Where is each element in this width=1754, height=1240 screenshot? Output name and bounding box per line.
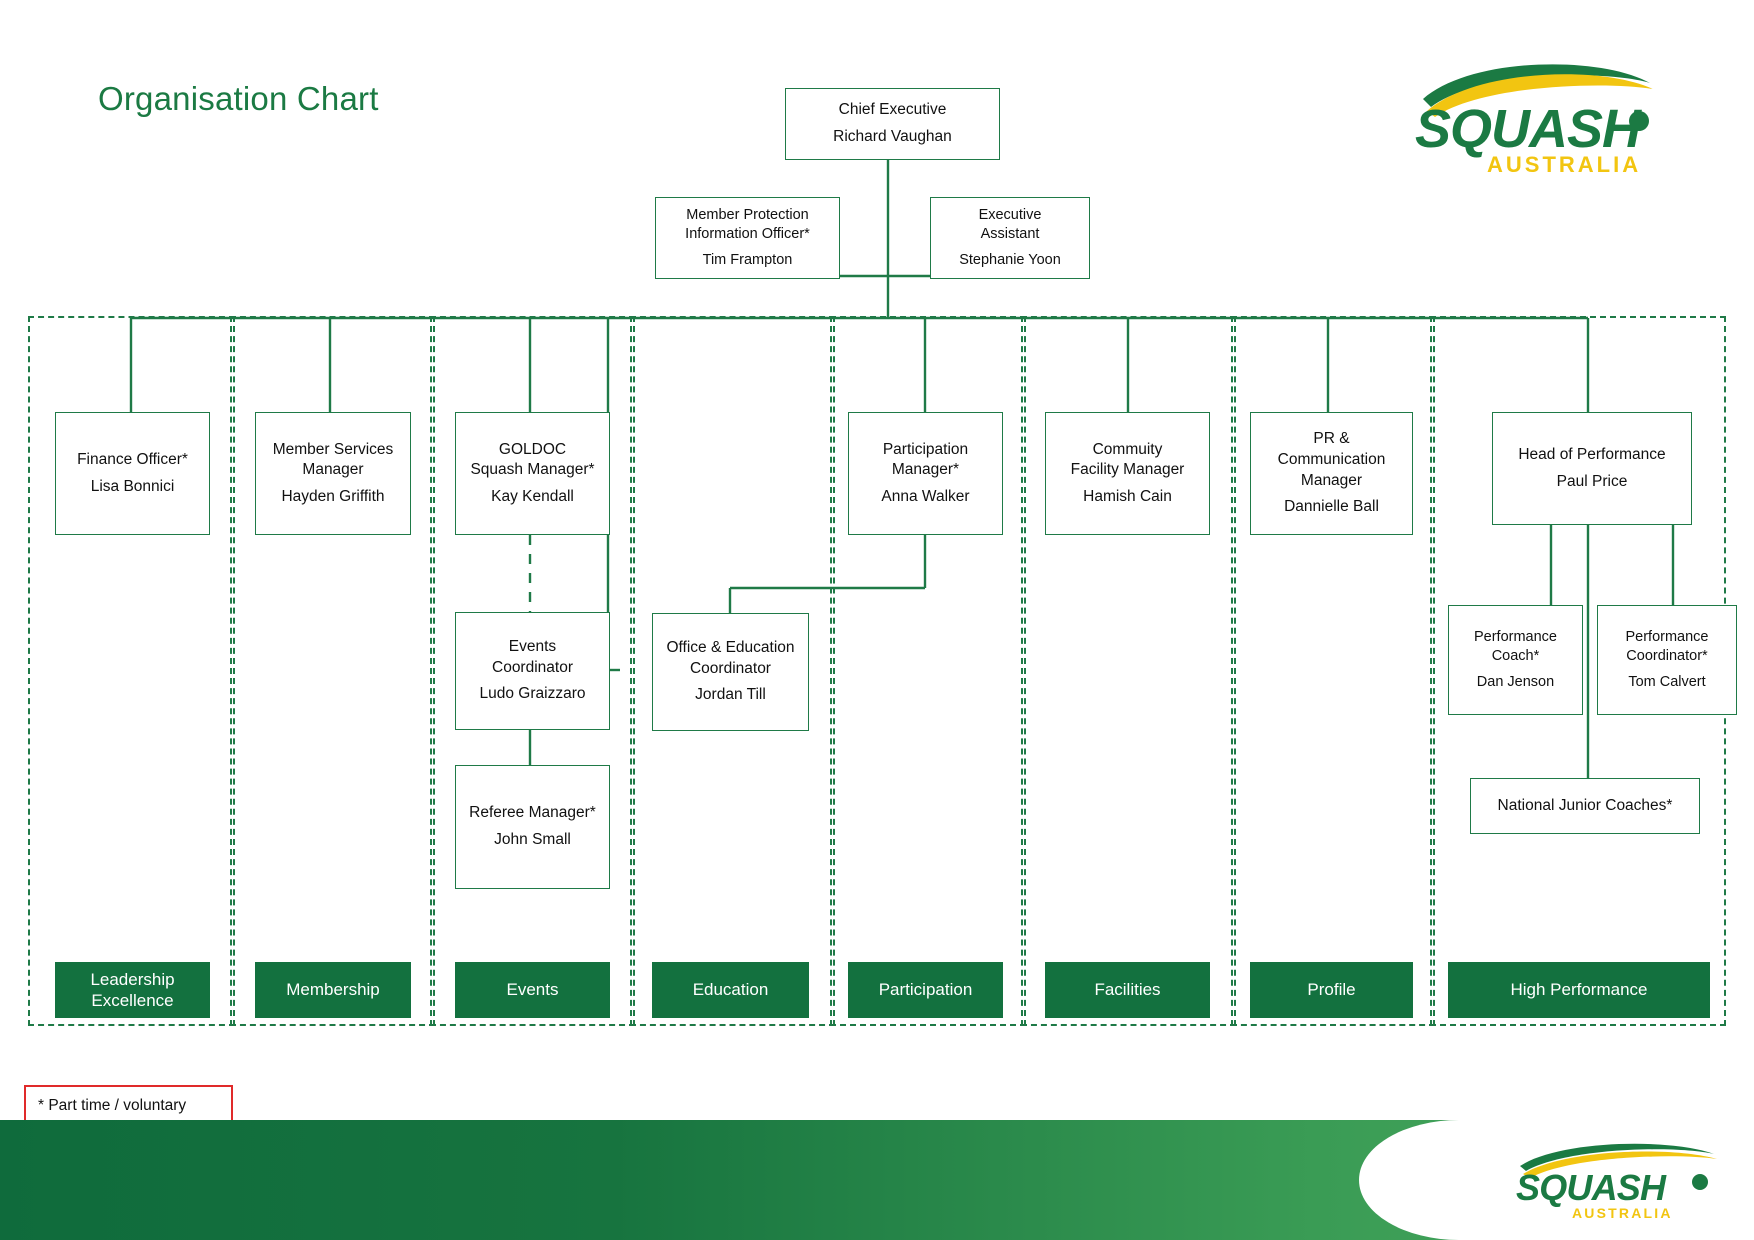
node-person: Dannielle Ball xyxy=(1284,498,1379,516)
node-title: Executive Assistant xyxy=(978,207,1042,243)
node-title: Member Protection Information Officer* xyxy=(685,207,810,243)
column-participation xyxy=(830,316,1026,1026)
node-national-junior-coaches[interactable]: National Junior Coaches* xyxy=(1470,778,1700,834)
node-title: National Junior Coaches* xyxy=(1497,796,1673,814)
node-referee-manager[interactable]: Referee Manager* John Small xyxy=(455,765,610,889)
node-title: Events Coordinator xyxy=(492,638,573,676)
node-person: John Small xyxy=(494,831,571,848)
node-title: Member Services Manager xyxy=(272,440,394,479)
node-finance-officer[interactable]: Finance Officer* Lisa Bonnici xyxy=(55,412,210,535)
footer-notch xyxy=(1359,1120,1754,1240)
svg-text:AUSTRALIA: AUSTRALIA xyxy=(1487,152,1641,175)
node-person: Dan Jenson xyxy=(1476,673,1555,690)
node-title: Referee Manager* xyxy=(469,804,596,822)
node-title: GOLDOC Squash Manager* xyxy=(470,440,595,479)
node-participation-manager[interactable]: Participation Manager* Anna Walker xyxy=(848,412,1003,535)
category-bar-facilities[interactable]: Facilities xyxy=(1045,962,1210,1018)
node-performance-coach[interactable]: Performance Coach* Dan Jenson xyxy=(1448,605,1583,715)
page-title: Organisation Chart xyxy=(98,80,379,117)
node-person: Paul Price xyxy=(1556,472,1628,490)
node-title: Head of Performance xyxy=(1518,445,1666,463)
column-facilities xyxy=(1021,316,1236,1026)
footer-band xyxy=(0,1120,1754,1240)
node-head-of-performance[interactable]: Head of Performance Paul Price xyxy=(1492,412,1692,525)
column-events xyxy=(430,316,635,1026)
node-goldoc-squash-manager[interactable]: GOLDOC Squash Manager* Kay Kendall xyxy=(455,412,610,535)
category-bar-membership[interactable]: Membership xyxy=(255,962,411,1018)
category-bar-leadership[interactable]: Leadership Excellence xyxy=(55,962,210,1018)
node-title: Commuity Facility Manager xyxy=(1070,440,1185,479)
legend-text: * Part time / voluntary xyxy=(38,1097,187,1114)
node-title: Finance Officer* xyxy=(77,450,188,468)
squash-australia-logo: SQUASH AUSTRALIA xyxy=(1415,55,1660,175)
node-office-education-coordinator[interactable]: Office & Education Coordinator Jordan Ti… xyxy=(652,613,809,731)
node-events-coordinator[interactable]: Events Coordinator Ludo Graizzaro xyxy=(455,612,610,730)
node-member-protection-information-officer[interactable]: Member Protection Information Officer* T… xyxy=(655,197,840,279)
column-membership xyxy=(230,316,435,1026)
category-bar-high-performance[interactable]: High Performance xyxy=(1448,962,1710,1018)
node-person: Tim Frampton xyxy=(702,251,793,268)
column-profile xyxy=(1231,316,1435,1026)
node-executive-assistant[interactable]: Executive Assistant Stephanie Yoon xyxy=(930,197,1090,279)
svg-text:SQUASH: SQUASH xyxy=(1415,99,1642,159)
node-member-services-manager[interactable]: Member Services Manager Hayden Griffith xyxy=(255,412,411,535)
node-person: Ludo Graizzaro xyxy=(479,685,586,703)
node-performance-coordinator[interactable]: Performance Coordinator* Tom Calvert xyxy=(1597,605,1737,715)
category-bar-events[interactable]: Events xyxy=(455,962,610,1018)
svg-text:AUSTRALIA: AUSTRALIA xyxy=(1572,1205,1673,1221)
node-person: Anna Walker xyxy=(881,487,970,505)
column-education xyxy=(630,316,835,1026)
node-chief-executive[interactable]: Chief Executive Richard Vaughan xyxy=(785,88,1000,160)
category-bar-education[interactable]: Education xyxy=(652,962,809,1018)
node-title: Chief Executive xyxy=(838,101,947,119)
node-title: Performance Coach* xyxy=(1473,629,1557,665)
node-person: Tom Calvert xyxy=(1628,673,1706,690)
category-bar-profile[interactable]: Profile xyxy=(1250,962,1413,1018)
node-title: Performance Coordinator* xyxy=(1625,629,1709,665)
node-person: Richard Vaughan xyxy=(833,128,952,145)
svg-text:SQUASH: SQUASH xyxy=(1516,1167,1667,1208)
column-leadership xyxy=(28,316,235,1026)
node-title: PR & Communication Manager xyxy=(1277,430,1386,489)
node-community-facility-manager[interactable]: Commuity Facility Manager Hamish Cain xyxy=(1045,412,1210,535)
node-person: Jordan Till xyxy=(695,686,766,704)
node-title: Office & Education Coordinator xyxy=(666,639,795,677)
node-person: Stephanie Yoon xyxy=(959,251,1061,268)
node-person: Lisa Bonnici xyxy=(90,477,175,495)
node-pr-communication-manager[interactable]: PR & Communication Manager Dannielle Bal… xyxy=(1250,412,1413,535)
node-person: Hamish Cain xyxy=(1083,487,1172,505)
node-person: Kay Kendall xyxy=(491,487,574,505)
node-title: Participation Manager* xyxy=(882,440,969,479)
category-bar-participation[interactable]: Participation xyxy=(848,962,1003,1018)
node-person: Hayden Griffith xyxy=(281,487,385,505)
squash-australia-logo-footer: SQUASH AUSTRALIA xyxy=(1514,1138,1724,1222)
